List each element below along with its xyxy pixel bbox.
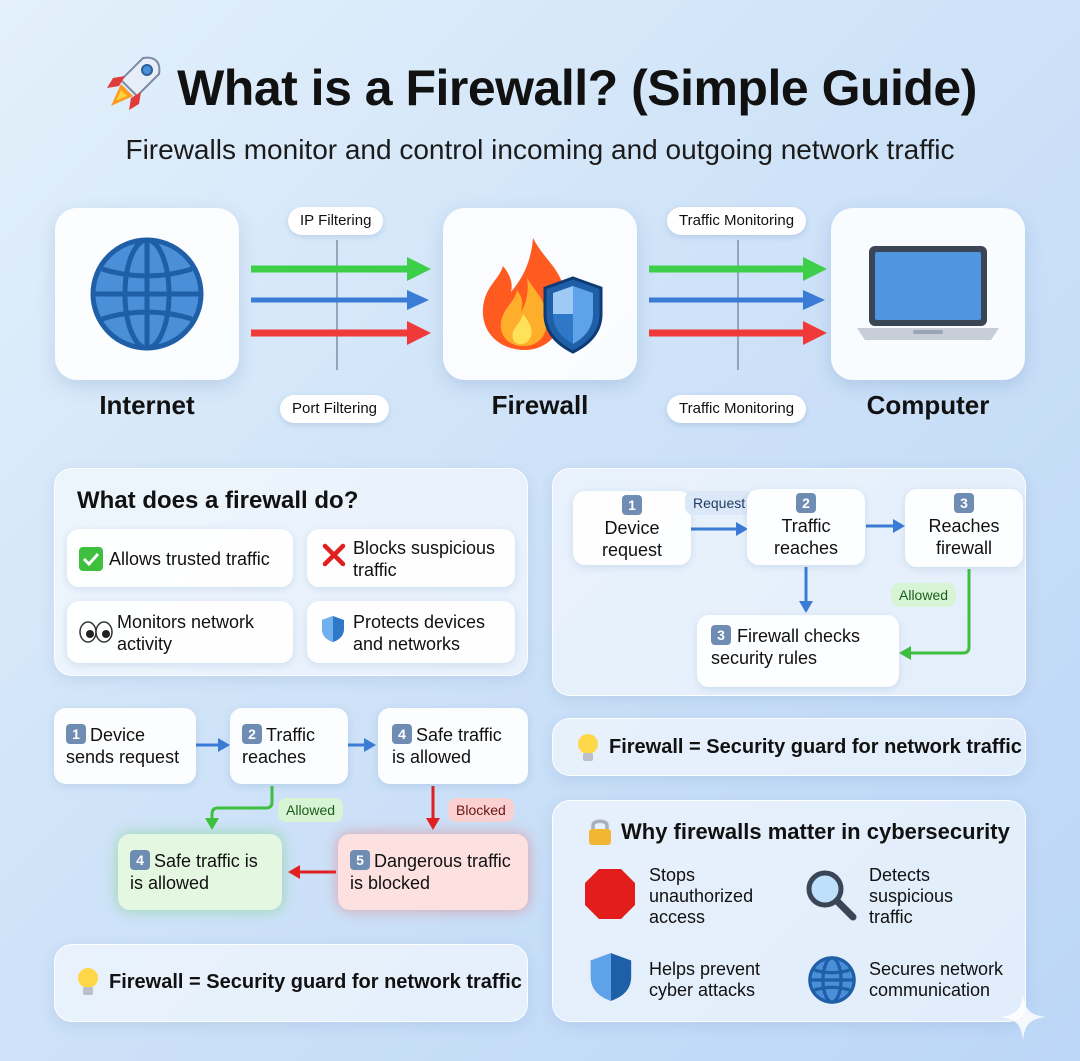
shield-icon <box>589 951 633 1008</box>
stop-sign-icon <box>583 867 637 926</box>
cross-icon <box>321 542 347 573</box>
step-number: 1 <box>622 495 642 515</box>
step-number: 2 <box>242 724 262 744</box>
computer-label: Computer <box>866 390 990 420</box>
step-number: 3 <box>954 493 974 513</box>
green-arrow <box>251 257 431 281</box>
lightbulb-icon <box>77 967 99 1002</box>
step-number: 4 <box>392 724 412 744</box>
steps-arrows <box>691 519 971 660</box>
why-title: Why firewalls matter in cybersecurity <box>621 819 1010 844</box>
what-does-panel: What does a firewall do? Allows trusted … <box>54 468 528 676</box>
bottom-flow-arrows <box>196 738 440 879</box>
shield-icon <box>321 615 345 648</box>
step-reaches-firewall: 3 Reaches firewall <box>905 489 1023 567</box>
red-arrow <box>251 321 431 345</box>
ip-filtering-label: IP Filtering <box>288 207 384 235</box>
internet-node <box>55 208 239 380</box>
guard-banner-right: Firewall = Security guard for network tr… <box>552 718 1026 776</box>
guard-banner-left: Firewall = Security guard for network tr… <box>54 944 528 1022</box>
feature-monitors-activity: Monitors network activity <box>67 601 293 663</box>
red-arrow <box>649 321 827 345</box>
page-title: What is a Firewall? (Simple Guide) <box>0 50 1080 126</box>
steps-panel: 1 Device request Request 2 Traffic reach… <box>552 468 1026 696</box>
sparkle-icon <box>1000 994 1046 1045</box>
blue-arrow <box>649 290 825 310</box>
why-secures-communication: Secures network communication <box>869 959 1004 1000</box>
firewall-shield-icon <box>473 228 613 368</box>
step-number: 4 <box>130 850 150 870</box>
step-number: 2 <box>796 493 816 513</box>
laptop-icon <box>855 244 1001 349</box>
feature-allows-trusted: Allows trusted traffic <box>67 529 293 587</box>
traffic-monitoring-top-label: Traffic Monitoring <box>667 207 807 235</box>
why-prevents-attacks: Helps prevent cyber attacks <box>649 959 761 1000</box>
page-subtitle: Firewalls monitor and control incoming a… <box>125 134 955 165</box>
step-number: 3 <box>711 625 731 645</box>
request-tag: Request <box>685 491 754 515</box>
computer-node <box>831 208 1025 380</box>
step-traffic-reaches: 2 Traffic reaches <box>747 489 865 565</box>
traffic-monitoring-bottom-label: Traffic Monitoring <box>667 395 807 423</box>
internet-label: Internet <box>99 390 195 420</box>
firewall-node <box>443 208 637 380</box>
feature-blocks-suspicious: Blocks suspicious traffic <box>307 529 515 587</box>
why-panel: Why firewalls matter in cybersecurity St… <box>552 800 1026 1022</box>
bottom-allowed-tag: Allowed <box>278 798 344 822</box>
firewall-label: Firewall <box>491 390 589 420</box>
step-number: 1 <box>66 724 86 744</box>
step-device-request: 1 Device request <box>573 491 691 565</box>
globe-icon <box>807 955 857 1010</box>
allowed-tag: Allowed <box>891 583 957 607</box>
rocket-icon <box>103 50 167 126</box>
globe-icon <box>86 233 208 360</box>
port-filtering-label: Port Filtering <box>280 395 390 423</box>
step-number: 5 <box>350 850 370 870</box>
lightbulb-icon <box>577 733 599 768</box>
bottom-blocked-tag: Blocked <box>448 798 514 822</box>
header: What is a Firewall? (Simple Guide) Firew… <box>0 50 1080 166</box>
feature-protects-devices: Protects devices and networks <box>307 601 515 663</box>
lock-icon <box>587 817 613 852</box>
green-arrow <box>649 257 827 281</box>
check-icon <box>79 547 103 576</box>
blue-arrow <box>251 290 429 310</box>
arrows-internet-to-firewall <box>251 240 431 370</box>
arrows-firewall-to-computer <box>649 240 827 370</box>
eyes-icon <box>79 621 113 648</box>
what-does-title: What does a firewall do? <box>77 487 359 514</box>
why-stops-access: Stops unauthorized access <box>649 865 754 927</box>
why-detects-traffic: Detects suspicious traffic <box>869 865 954 927</box>
magnifier-icon <box>803 867 857 926</box>
